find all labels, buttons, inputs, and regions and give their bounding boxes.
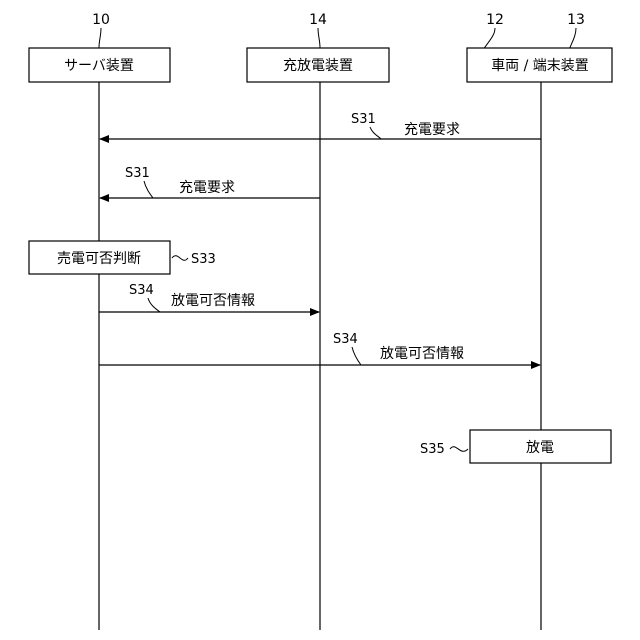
participant-server-ref: 10 (92, 12, 110, 28)
process-label: 売電可否判断 (57, 251, 141, 267)
participant-vehicle: 12 13 車両 / 端末装置 (467, 12, 612, 82)
process-discharge: 放電 S35 (420, 430, 611, 463)
leader-line (483, 28, 495, 50)
leader-line (569, 28, 576, 50)
message-step: S34 (129, 283, 154, 298)
message-discharge-info-to-charger: S34 放電可否情報 (99, 283, 319, 312)
leader-line (99, 28, 101, 48)
participant-server-label: サーバ装置 (64, 58, 134, 74)
participant-charger-label: 充放電装置 (283, 58, 353, 74)
message-step: S31 (125, 166, 150, 181)
leader-line (450, 447, 468, 452)
message-step: S31 (351, 112, 376, 127)
participant-vehicle-label: 車両 / 端末装置 (491, 57, 589, 74)
leader-line (352, 347, 361, 365)
message-label: 放電可否情報 (171, 293, 255, 309)
message-label: 充電要求 (179, 180, 235, 196)
participant-charger-ref: 14 (309, 12, 327, 28)
message-label: 放電可否情報 (380, 346, 464, 362)
participant-charger: 14 充放電装置 (247, 12, 389, 82)
message-label: 充電要求 (404, 122, 460, 138)
participant-vehicle-ref-12: 12 (486, 12, 504, 28)
leader-line (144, 181, 153, 198)
message-charge-request-from-charger: S31 充電要求 (100, 166, 320, 198)
message-step: S34 (333, 332, 358, 347)
process-sell-power-judgement: 売電可否判断 S33 (29, 241, 216, 274)
leader-line (318, 28, 320, 48)
process-step: S35 (420, 442, 445, 457)
process-label: 放電 (526, 440, 554, 456)
leader-line (370, 127, 381, 139)
leader-line (172, 256, 188, 261)
process-step: S33 (191, 252, 216, 267)
participant-server: 10 サーバ装置 (29, 12, 170, 82)
participant-vehicle-ref-13: 13 (567, 12, 585, 28)
leader-line (148, 298, 160, 312)
